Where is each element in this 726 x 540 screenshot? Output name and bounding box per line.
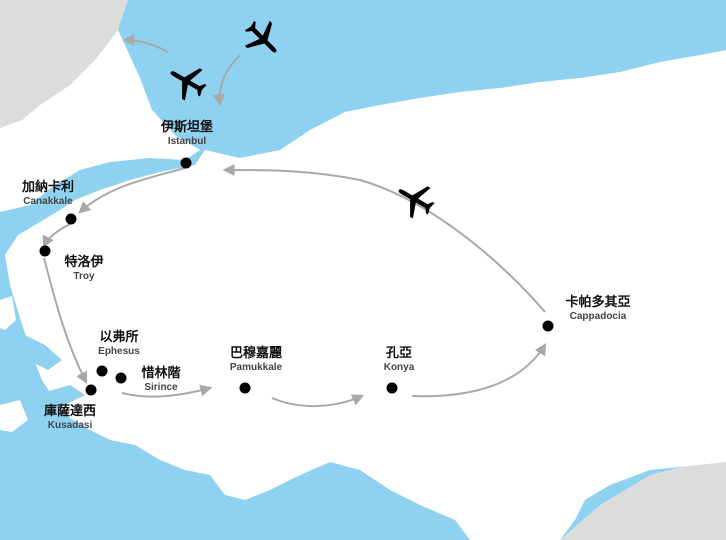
city-name-zh: 伊斯坦堡 <box>160 120 214 135</box>
city-name-en: Pamukkale <box>229 362 283 373</box>
city-name-zh: 孔亞 <box>385 346 412 361</box>
land-anatolia <box>5 50 726 540</box>
route-troy-kusadasi <box>43 257 88 385</box>
inlet-aegean <box>35 385 85 405</box>
city-dot-konya <box>386 382 398 394</box>
city-name-en: Ephesus <box>98 346 140 357</box>
city-label-konya: 孔亞 Konya <box>384 346 415 374</box>
city-name-en: Konya <box>383 362 415 373</box>
route-flight-departure <box>122 34 169 53</box>
city-name-zh: 特洛伊 <box>64 255 104 270</box>
city-name-en: Sirince <box>144 382 178 393</box>
neighbor-land-southeast <box>560 455 726 540</box>
city-name-zh: 惜林階 <box>141 366 181 381</box>
city-dot-canakkale <box>65 213 77 225</box>
city-label-cappadocia: 卡帕多其亞 Cappadocia <box>565 295 630 323</box>
city-dot-sirince <box>115 372 127 384</box>
route-flight-arrival <box>213 54 241 107</box>
city-label-canakkale: 加納卡利 Canakkale <box>22 180 74 208</box>
airplane-icon <box>170 68 207 101</box>
city-name-en: Kusadasi <box>47 420 93 431</box>
city-label-kusadasi: 庫薩達西 Kusadasi <box>44 404 96 432</box>
city-label-pamukkale: 巴穆嘉麗 Pamukkale <box>230 346 282 374</box>
route-kusadasi-pamukkale <box>121 384 213 398</box>
city-name-zh: 巴穆嘉麗 <box>229 346 283 361</box>
city-label-istanbul: 伊斯坦堡 Istanbul <box>161 120 213 148</box>
city-name-en: Istanbul <box>167 136 207 147</box>
city-label-troy: 特洛伊 Troy <box>64 255 103 283</box>
land-thrace <box>0 30 200 212</box>
city-name-en: Canakkale <box>23 196 73 207</box>
route-konya-cappadocia <box>411 342 547 398</box>
city-name-zh: 庫薩達西 <box>43 404 97 419</box>
city-dot-cappadocia <box>542 320 554 332</box>
city-name-zh: 加納卡利 <box>21 180 75 195</box>
city-dot-istanbul <box>180 157 192 169</box>
route-canakkale-troy <box>42 223 71 249</box>
city-dot-pamukkale <box>239 382 251 394</box>
city-name-zh: 卡帕多其亞 <box>565 295 631 310</box>
city-dot-ephesus <box>96 365 108 377</box>
city-dot-kusadasi <box>85 384 97 396</box>
island-west <box>0 296 16 330</box>
city-label-ephesus: 以弗所 Ephesus <box>98 330 140 358</box>
city-dot-troy <box>39 245 51 257</box>
inlet-west <box>15 330 62 370</box>
airplane-icon <box>244 20 277 53</box>
route-cappadocia-istanbul <box>222 164 546 313</box>
city-name-en: Troy <box>73 271 95 282</box>
neighbor-land-northwest <box>0 0 128 128</box>
city-label-sirince: 惜林階 Sirince <box>141 366 180 394</box>
route-istanbul-canakkale <box>78 167 186 214</box>
airplane-icon <box>398 186 435 219</box>
city-name-en: Cappadocia <box>569 311 627 322</box>
island-aegean <box>0 400 28 432</box>
route-pamukkale-konya <box>271 394 365 407</box>
city-name-zh: 以弗所 <box>99 330 139 345</box>
